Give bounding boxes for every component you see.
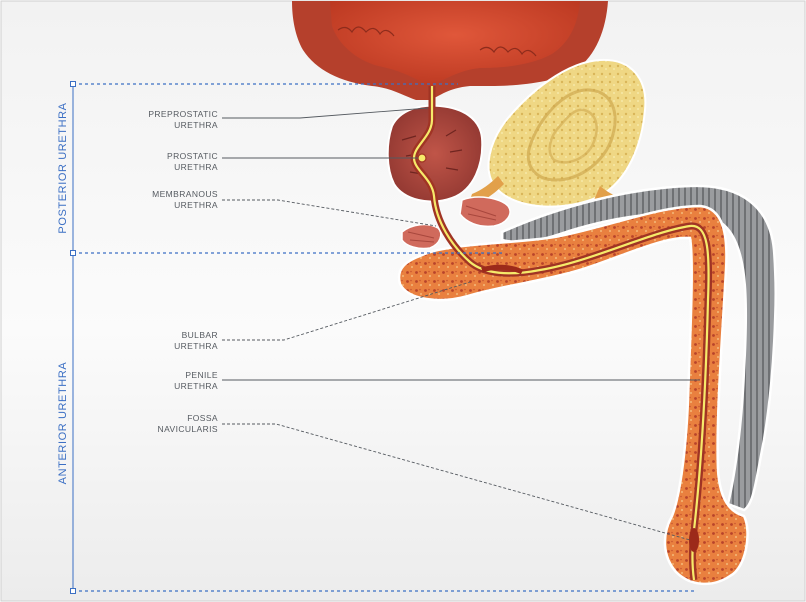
preprostatic-label-line1: PREPROSTATIC — [148, 109, 218, 119]
membranous-label-line2: URETHRA — [174, 200, 218, 210]
verumontanum — [418, 154, 426, 162]
penile-label-line1: PENILE — [185, 370, 218, 380]
posterior-urethra-label: POSTERIOR URETHRA — [57, 102, 69, 233]
fossa-navicularis-dilation — [689, 528, 699, 552]
prostatic-label-line2: URETHRA — [174, 162, 218, 172]
anterior-urethra-label: ANTERIOR URETHRA — [57, 362, 69, 485]
prostatic-label-line1: PROSTATIC — [167, 151, 218, 161]
membranous-label-line1: MEMBRANOUS — [152, 189, 218, 199]
bulbar-label-line2: URETHRA — [174, 341, 218, 351]
fossa-label-line2: NAVICULARIS — [158, 424, 218, 434]
preprostatic-label-line2: URETHRA — [174, 120, 218, 130]
bulbar-label-line1: BULBAR — [182, 330, 218, 340]
penile-label-line2: URETHRA — [174, 381, 218, 391]
fossa-label-line1: FOSSA — [187, 413, 218, 423]
